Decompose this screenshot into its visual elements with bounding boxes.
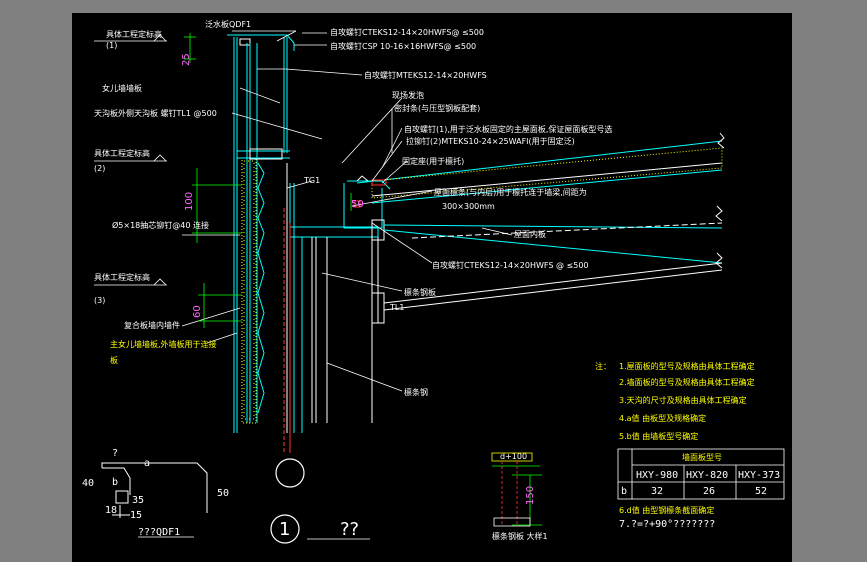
label-tl1: TL1 <box>389 303 404 312</box>
panel-table-text: 墙面板型号 HXY-980 HXY-820 HXY-373 b 32 26 52 <box>621 452 780 497</box>
cad-viewport[interactable]: 泛水板QDF1 自攻螺钉CTEKS12-14×20HWFS@ ≤500 自攻螺钉… <box>72 13 792 562</box>
label-level-2: 具体工程定标高 <box>94 148 150 158</box>
detail-b: b <box>112 477 118 488</box>
note-5: 5.b值 由墙板型号确定 <box>619 431 698 441</box>
detail-35: 35 <box>132 495 144 506</box>
dim-100: 100 <box>184 192 195 211</box>
label-foam: 现场发泡 <box>392 90 424 100</box>
section-caption: ?? <box>340 519 359 540</box>
table-row-label: b <box>621 486 627 497</box>
detail-q: ? <box>112 448 118 459</box>
label-level-2b: (2) <box>94 164 105 173</box>
detail-15: 15 <box>130 510 142 521</box>
table-title: 墙面板型号 <box>682 452 722 462</box>
detail-plate-caption: 檩条钢板 大样1 <box>492 531 548 541</box>
label-screw-1: 自攻螺钉CTEKS12-14×20HWFS@ ≤500 <box>330 27 484 37</box>
label-wall-inner: 复合板墙内墙件 <box>124 320 180 330</box>
label-note-yellow-1: 主女儿墙墙板,外墙板用于连接 <box>110 339 217 349</box>
note-3: 3.天沟的尺寸及规格由具体工程确定 <box>619 395 747 405</box>
label-ridge-b: 300×300mm <box>442 202 495 211</box>
cad-drawing: 泛水板QDF1 自攻螺钉CTEKS12-14×20HWFS@ ≤500 自攻螺钉… <box>82 19 785 544</box>
section-number: 1 <box>279 519 290 540</box>
label-level-3: 具体工程定标高 <box>94 272 150 282</box>
label-roof-inner: 屋面内板 <box>514 229 546 239</box>
table-val-3: 52 <box>755 486 767 497</box>
label-note-yellow-2: 板 <box>110 355 118 365</box>
dim-d100: d+100 <box>500 452 527 461</box>
note-7: 7.?=?+90°??????? <box>619 519 715 530</box>
table-val-1: 32 <box>651 486 663 497</box>
label-screw-6: 自攻螺钉CTEKS12-14×20HWFS @ ≤500 <box>432 260 589 270</box>
leader-lines <box>181 30 513 392</box>
label-ridge-a: 屋面檩条(与内层)用于檩托连于墙梁,间距为 <box>434 187 587 197</box>
label-level-1: 具体工程定标高 <box>106 29 162 39</box>
label-screw-2: 自攻螺钉CSP 10-16×16HWFS@ ≤500 <box>330 41 476 51</box>
label-screw-3: 自攻螺钉MTEKS12-14×20HWFS <box>364 70 487 80</box>
wall-section <box>227 34 391 488</box>
dimension-lines <box>184 33 542 526</box>
label-purlin: 檩条钢板 <box>404 287 436 297</box>
note-1: 1.屋面板的型号及规格由具体工程确定 <box>619 361 755 371</box>
dim-150: 150 <box>525 486 536 505</box>
dim-25: 25 <box>181 53 192 66</box>
notes-header: 注： <box>595 361 611 371</box>
label-screw-4: 自攻螺钉(1),用于泛水板固定的主屋面板,保证屋面板型号选 <box>404 124 612 134</box>
label-sky-gutter: 天沟板外侧天沟板 螺钉TL1 @500 <box>94 108 217 118</box>
table-col-3: HXY-373 <box>738 470 780 481</box>
label-seal: 密封条(与压型钢板配套) <box>394 103 480 113</box>
section-marker: 1 ?? <box>270 514 370 544</box>
level-markers <box>94 34 167 286</box>
label-screw-5: 拉铆钉(2)MTEKS10-24×25WAFI(用于固定泛) <box>406 136 575 146</box>
detail-caption: ???QDF1 <box>138 527 180 538</box>
label-tg1: TG1 <box>303 176 320 185</box>
detail-a: a <box>144 458 150 469</box>
label-top-board: 泛水板QDF1 <box>205 19 251 29</box>
detail-18: 18 <box>105 505 117 516</box>
note-6: 6.d值 由型钢檩条截面确定 <box>619 505 714 515</box>
table-col-2: HXY-820 <box>686 470 728 481</box>
table-val-2: 26 <box>703 486 715 497</box>
label-fix: 固定座(用于檩托) <box>402 156 464 166</box>
label-level-3b: (3) <box>94 296 105 305</box>
dim-50: 50 <box>351 199 364 210</box>
panel-table <box>617 448 785 500</box>
detail-plate <box>491 452 533 527</box>
table-col-1: HXY-980 <box>636 470 678 481</box>
detail-qdf1-text: ? a 40 50 b 35 18 15 ???QDF1 <box>82 448 229 538</box>
notes: 注： 1.屋面板的型号及规格由具体工程确定 2.墙面板的型号及规格由具体工程确定… <box>595 361 755 530</box>
label-rivet: Ø5×18抽芯铆钉@40 连接 <box>112 220 209 230</box>
label-wallboard: 女儿墙墙板 <box>102 83 142 93</box>
roof-section <box>353 132 725 311</box>
detail-40: 40 <box>82 478 94 489</box>
label-level-1b: (1) <box>106 41 117 50</box>
label-wall-beam: 檩条钢 <box>404 387 428 397</box>
dim-60: 60 <box>192 305 203 318</box>
detail-qdf1 <box>101 462 208 518</box>
note-4: 4.a值 由板型及规格确定 <box>619 413 706 423</box>
note-2: 2.墙面板的型号及规格由具体工程确定 <box>619 377 755 387</box>
detail-50: 50 <box>217 488 229 499</box>
drawing-labels: 泛水板QDF1 自攻螺钉CTEKS12-14×20HWFS@ ≤500 自攻螺钉… <box>94 19 612 505</box>
